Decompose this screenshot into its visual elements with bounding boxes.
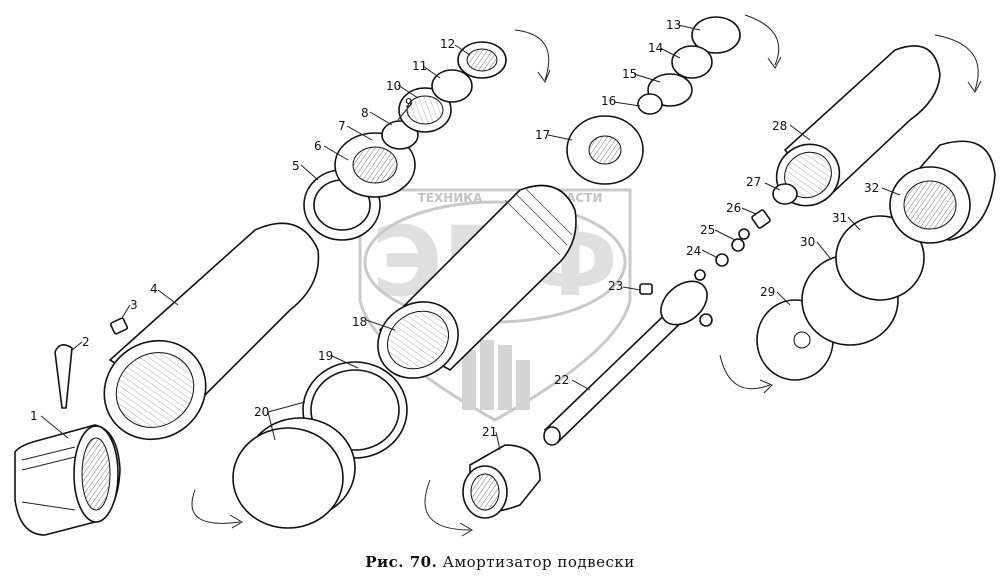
caption-title: Амортизатор подвески <box>442 553 635 571</box>
part-22-rod <box>543 280 708 446</box>
callout-21: 21 <box>482 425 497 439</box>
callout-12: 12 <box>440 37 455 51</box>
callout-23: 23 <box>608 279 623 293</box>
callout-14: 14 <box>648 41 663 55</box>
callout-20: 20 <box>254 405 269 419</box>
callout-15: 15 <box>622 67 637 81</box>
leader-lines <box>40 24 901 451</box>
part-3-bolt <box>109 317 129 335</box>
parts-13-17-piston-group <box>566 16 741 185</box>
callout-24: 24 <box>686 244 701 258</box>
part-2-cotter-pin <box>54 344 73 409</box>
callout-2: 2 <box>82 335 90 349</box>
callout-30: 30 <box>800 235 815 249</box>
callout-8: 8 <box>361 106 369 120</box>
part-21-bushing <box>462 444 541 519</box>
callout-1: 1 <box>30 409 38 423</box>
parts-29-32-head-group <box>756 140 996 381</box>
callout-7: 7 <box>338 119 346 133</box>
callout-32: 32 <box>864 181 879 195</box>
callout-6: 6 <box>314 139 322 153</box>
callout-25: 25 <box>700 223 715 237</box>
parts-5-12-valve-stack <box>303 41 507 241</box>
callout-11: 11 <box>412 59 427 73</box>
callout-31: 31 <box>832 211 847 225</box>
part-1-sleeve <box>14 424 121 536</box>
callout-4: 4 <box>150 282 158 296</box>
callout-27: 27 <box>746 175 761 189</box>
caption-prefix: Рис. 70. <box>365 553 438 571</box>
callout-17: 17 <box>535 128 550 142</box>
callout-19: 19 <box>318 349 333 363</box>
callout-28: 28 <box>772 119 787 133</box>
rotation-arrows <box>191 14 982 537</box>
callout-9: 9 <box>405 96 413 110</box>
callout-22: 22 <box>554 373 569 387</box>
callout-labels: 1 2 3 4 5 6 7 8 9 10 11 12 13 14 15 16 1… <box>30 18 879 439</box>
callout-5: 5 <box>292 159 300 173</box>
part-4-outer-tube <box>103 222 320 441</box>
callout-10: 10 <box>386 79 401 93</box>
parts-23-27-small-parts <box>639 209 771 327</box>
callout-18: 18 <box>352 315 367 329</box>
callout-26: 26 <box>726 201 741 215</box>
callout-13: 13 <box>666 18 681 32</box>
callout-3: 3 <box>130 298 138 312</box>
parts-19-20-rings <box>232 361 408 529</box>
callout-29: 29 <box>760 285 775 299</box>
callout-16: 16 <box>601 94 616 108</box>
watermark-text-left: ТЕХНИКА <box>418 191 484 205</box>
figure-caption: Рис. 70. Амортизатор подвески <box>0 553 1000 571</box>
part-18-cylinder <box>377 184 577 379</box>
